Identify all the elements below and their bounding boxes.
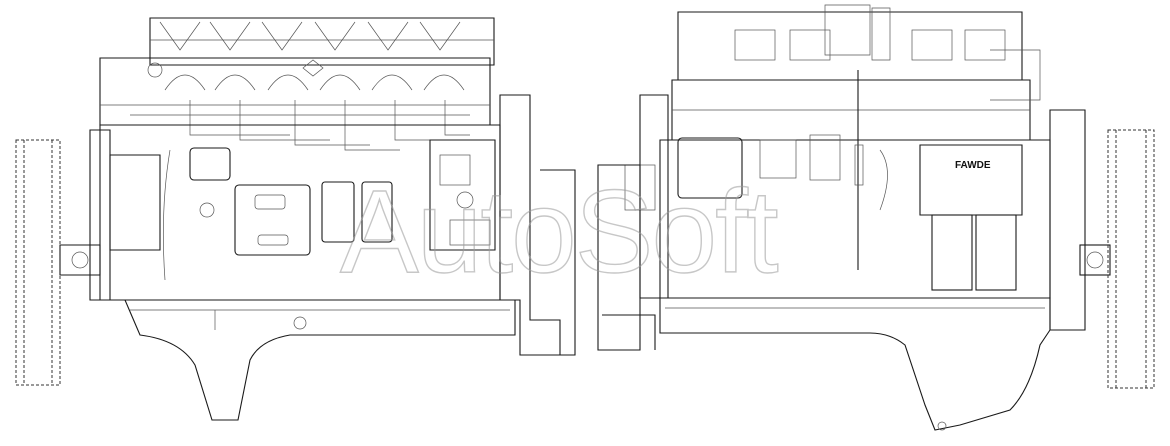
left-front-damper (59, 244, 101, 276)
left-oil-filter-2 (361, 181, 393, 243)
right-flywheel-housing (597, 164, 641, 351)
watermark-text: AutoSoft (340, 166, 778, 298)
right-valve-cover (677, 11, 1023, 81)
left-oil-pan (124, 299, 516, 421)
left-ecu-module (234, 184, 311, 256)
left-fan-outline (15, 139, 61, 386)
right-oil-pan (659, 297, 1051, 431)
left-valve-cover (149, 17, 495, 66)
left-oil-filter-1 (321, 181, 355, 243)
right-nameplate-panel (919, 144, 1023, 216)
right-filter-1 (931, 214, 973, 291)
right-engine-view: FAWDE (597, 4, 1155, 431)
left-engine-view (15, 17, 576, 421)
right-air-compressor (677, 137, 743, 199)
nameplate-text: FAWDE (955, 160, 991, 171)
right-filter-2 (975, 214, 1017, 291)
right-fan-outline (1107, 129, 1155, 389)
